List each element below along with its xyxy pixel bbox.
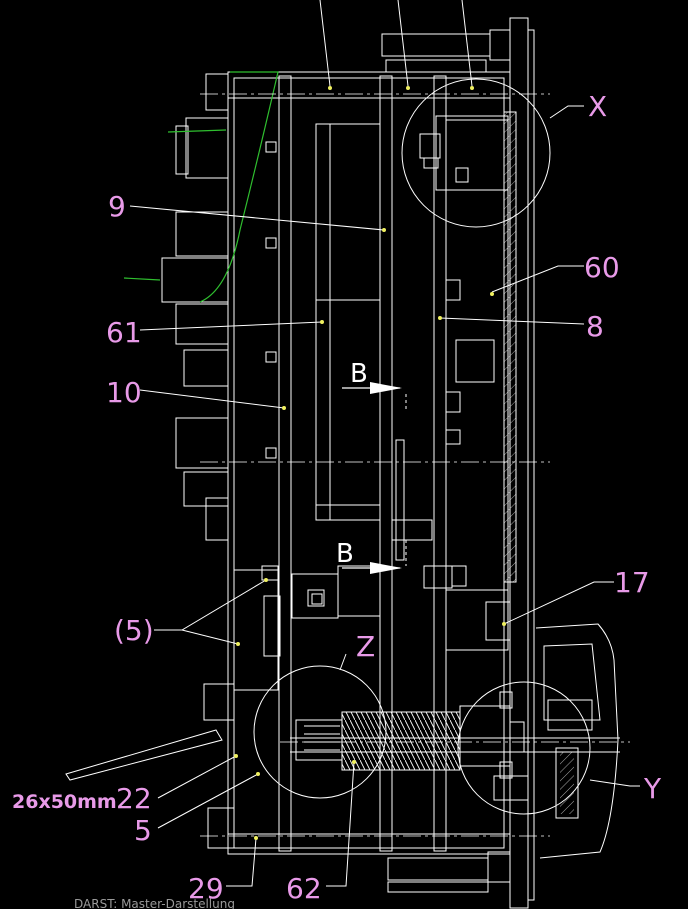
spindle xyxy=(290,711,620,771)
label-size: 26x50mm xyxy=(12,791,117,813)
label-10: 10 xyxy=(106,376,142,409)
label-22: 22 xyxy=(116,782,152,815)
footer-text: DARST: Master-Darstellung xyxy=(74,897,235,909)
detail-y xyxy=(457,623,619,859)
label-8: 8 xyxy=(586,310,604,343)
label-62: 62 xyxy=(286,872,322,905)
label-b-top: B xyxy=(350,359,368,389)
stamp-symbols xyxy=(265,141,323,605)
section-arrow-b-bottom xyxy=(342,540,407,574)
label-17: 17 xyxy=(614,566,650,599)
label-z: Z xyxy=(356,630,375,663)
green-contour xyxy=(123,71,279,303)
label-29: 29 xyxy=(188,872,224,905)
detail-x xyxy=(401,78,551,228)
label-y: Y xyxy=(643,772,662,805)
detail-z xyxy=(253,665,387,799)
inner-chamber xyxy=(315,123,433,561)
label-5-paren: (5) xyxy=(114,614,154,647)
label-9: 9 xyxy=(108,190,126,223)
section-arrow-b-top xyxy=(342,382,407,410)
label-x: X xyxy=(588,90,607,123)
component-17 xyxy=(423,565,511,651)
label-5: 5 xyxy=(134,814,152,847)
component-60 xyxy=(445,111,517,591)
center-lines xyxy=(200,93,630,837)
left-fittings xyxy=(65,73,279,849)
leader-dots xyxy=(234,86,506,840)
wall-10 xyxy=(278,75,292,852)
label-61: 61 xyxy=(106,316,142,349)
label-b-bottom: B xyxy=(336,539,354,569)
leader-lines xyxy=(129,0,640,887)
top-bolts xyxy=(381,29,511,893)
actuator-block xyxy=(263,565,381,657)
label-60: 60 xyxy=(584,251,620,284)
